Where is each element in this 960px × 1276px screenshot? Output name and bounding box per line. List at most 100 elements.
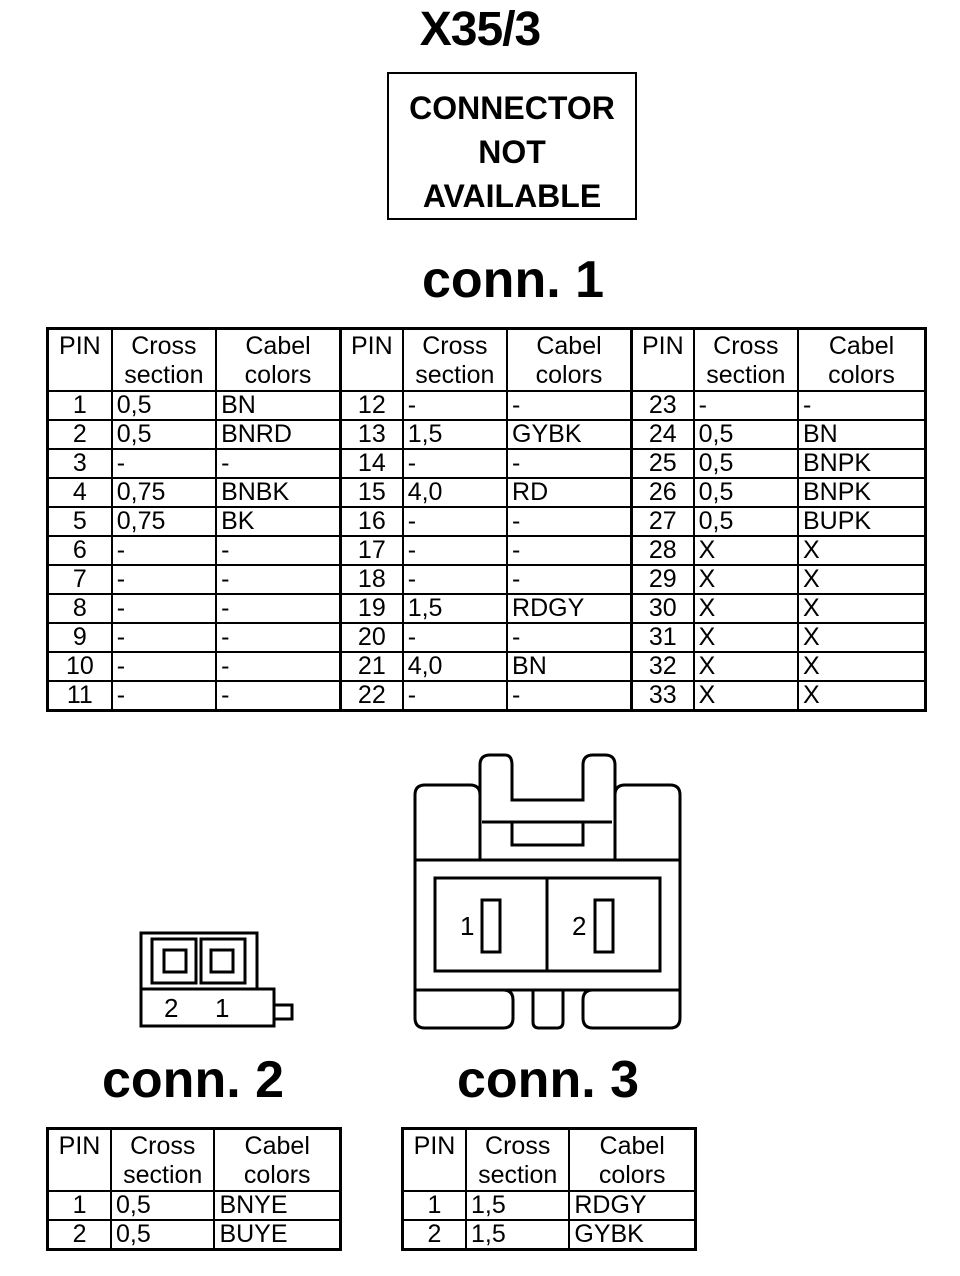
pin-number: 10 [46,651,113,682]
cabel-color-value: - [506,448,633,479]
pin-number: 8 [46,593,113,624]
cross-section-value: X [692,535,800,566]
cabel-color-value: - [215,651,342,682]
cabel-color-value: X [797,564,927,595]
cross-section-value: X [692,680,800,712]
pin-number: 9 [46,622,113,653]
cross-section-value: 0,75 [110,506,218,537]
cross-section-value: - [110,651,218,682]
cross-section-value: X [692,651,800,682]
cabel-color-value: X [797,622,927,653]
cabel-color-value: X [797,651,927,682]
cabel-color-value: BN [797,419,927,450]
cross-section-value: - [401,448,509,479]
connector-not-available-box: CONNECTOR NOT AVAILABLE [387,72,637,220]
pin-number: 1 [46,1190,113,1221]
cabel-color-value: X [797,680,927,712]
cross-section-value: - [110,680,218,712]
pin-number: 1 [46,390,113,421]
cabel-color-value: GYBK [506,419,633,450]
cabel-color-value: GYBK [568,1219,697,1251]
not-available-line-3: AVAILABLE [422,178,602,214]
pin-number: 22 [338,680,404,712]
cabel-color-value: RD [506,477,633,508]
cross-section-value: - [110,564,218,595]
cabel-color-value: - [215,448,342,479]
page-title: X35/3 [419,3,541,56]
pin-number: 11 [46,680,113,712]
pin-number: 4 [46,477,113,508]
pin-number: 12 [338,390,404,421]
pin-number: 29 [629,564,695,595]
cross-section-value: - [110,448,218,479]
cabel-color-value: BNPK [797,477,927,508]
not-available-line-1: CONNECTOR [409,90,615,126]
cabel-color-value: RDGY [568,1190,697,1221]
pin-number: 13 [338,419,404,450]
cross-section-value: - [401,506,509,537]
cross-section-value: 0,5 [110,1190,216,1221]
pin-number: 6 [46,535,113,566]
cabel-color-value: BN [506,651,633,682]
pin-header: PIN [629,327,695,392]
cross-section-value: - [401,535,509,566]
pin-number: 3 [46,448,113,479]
cross-section-value: - [401,390,509,421]
cross-section-value: 0,5 [692,477,800,508]
cross-section-value: 0,5 [110,390,218,421]
cabel-color-value: - [506,390,633,421]
pin-header: PIN [401,1127,467,1192]
conn2-pin-label-1: 1 [215,993,229,1023]
cabel-color-value: - [215,593,342,624]
not-available-line-2: NOT [478,134,546,170]
cross-section-value: 0,5 [110,419,218,450]
pin-number: 27 [629,506,695,537]
pin-number: 2 [401,1219,467,1251]
pin-number: 28 [629,535,695,566]
cabel-color-value: - [506,535,633,566]
pin-number: 33 [629,680,695,712]
pin-header: PIN [46,1127,113,1192]
pin-number: 18 [338,564,404,595]
cabel-color-value: BUYE [213,1219,342,1251]
cross-section-value: 1,5 [401,593,509,624]
cabel-color-value: BN [215,390,342,421]
cabel-color-value: - [215,680,342,712]
cross-section-value: 0,5 [110,1219,216,1251]
pin-number: 20 [338,622,404,653]
cabel-color-value: - [215,622,342,653]
cross-section-value: X [692,622,800,653]
cross-section-value: 0,5 [692,419,800,450]
cabel-color-value: - [506,564,633,595]
cabel-color-value: - [215,564,342,595]
cabel-color-value: - [506,506,633,537]
conn3-pin-label-1: 1 [460,911,474,941]
pin-number: 32 [629,651,695,682]
pin-header: PIN [46,327,113,392]
pin-number: 24 [629,419,695,450]
cross-section-value: 1,5 [464,1190,571,1221]
cross-section-value: 0,75 [110,477,218,508]
pin-number: 14 [338,448,404,479]
cabel-color-value: - [506,680,633,712]
pin-number: 26 [629,477,695,508]
